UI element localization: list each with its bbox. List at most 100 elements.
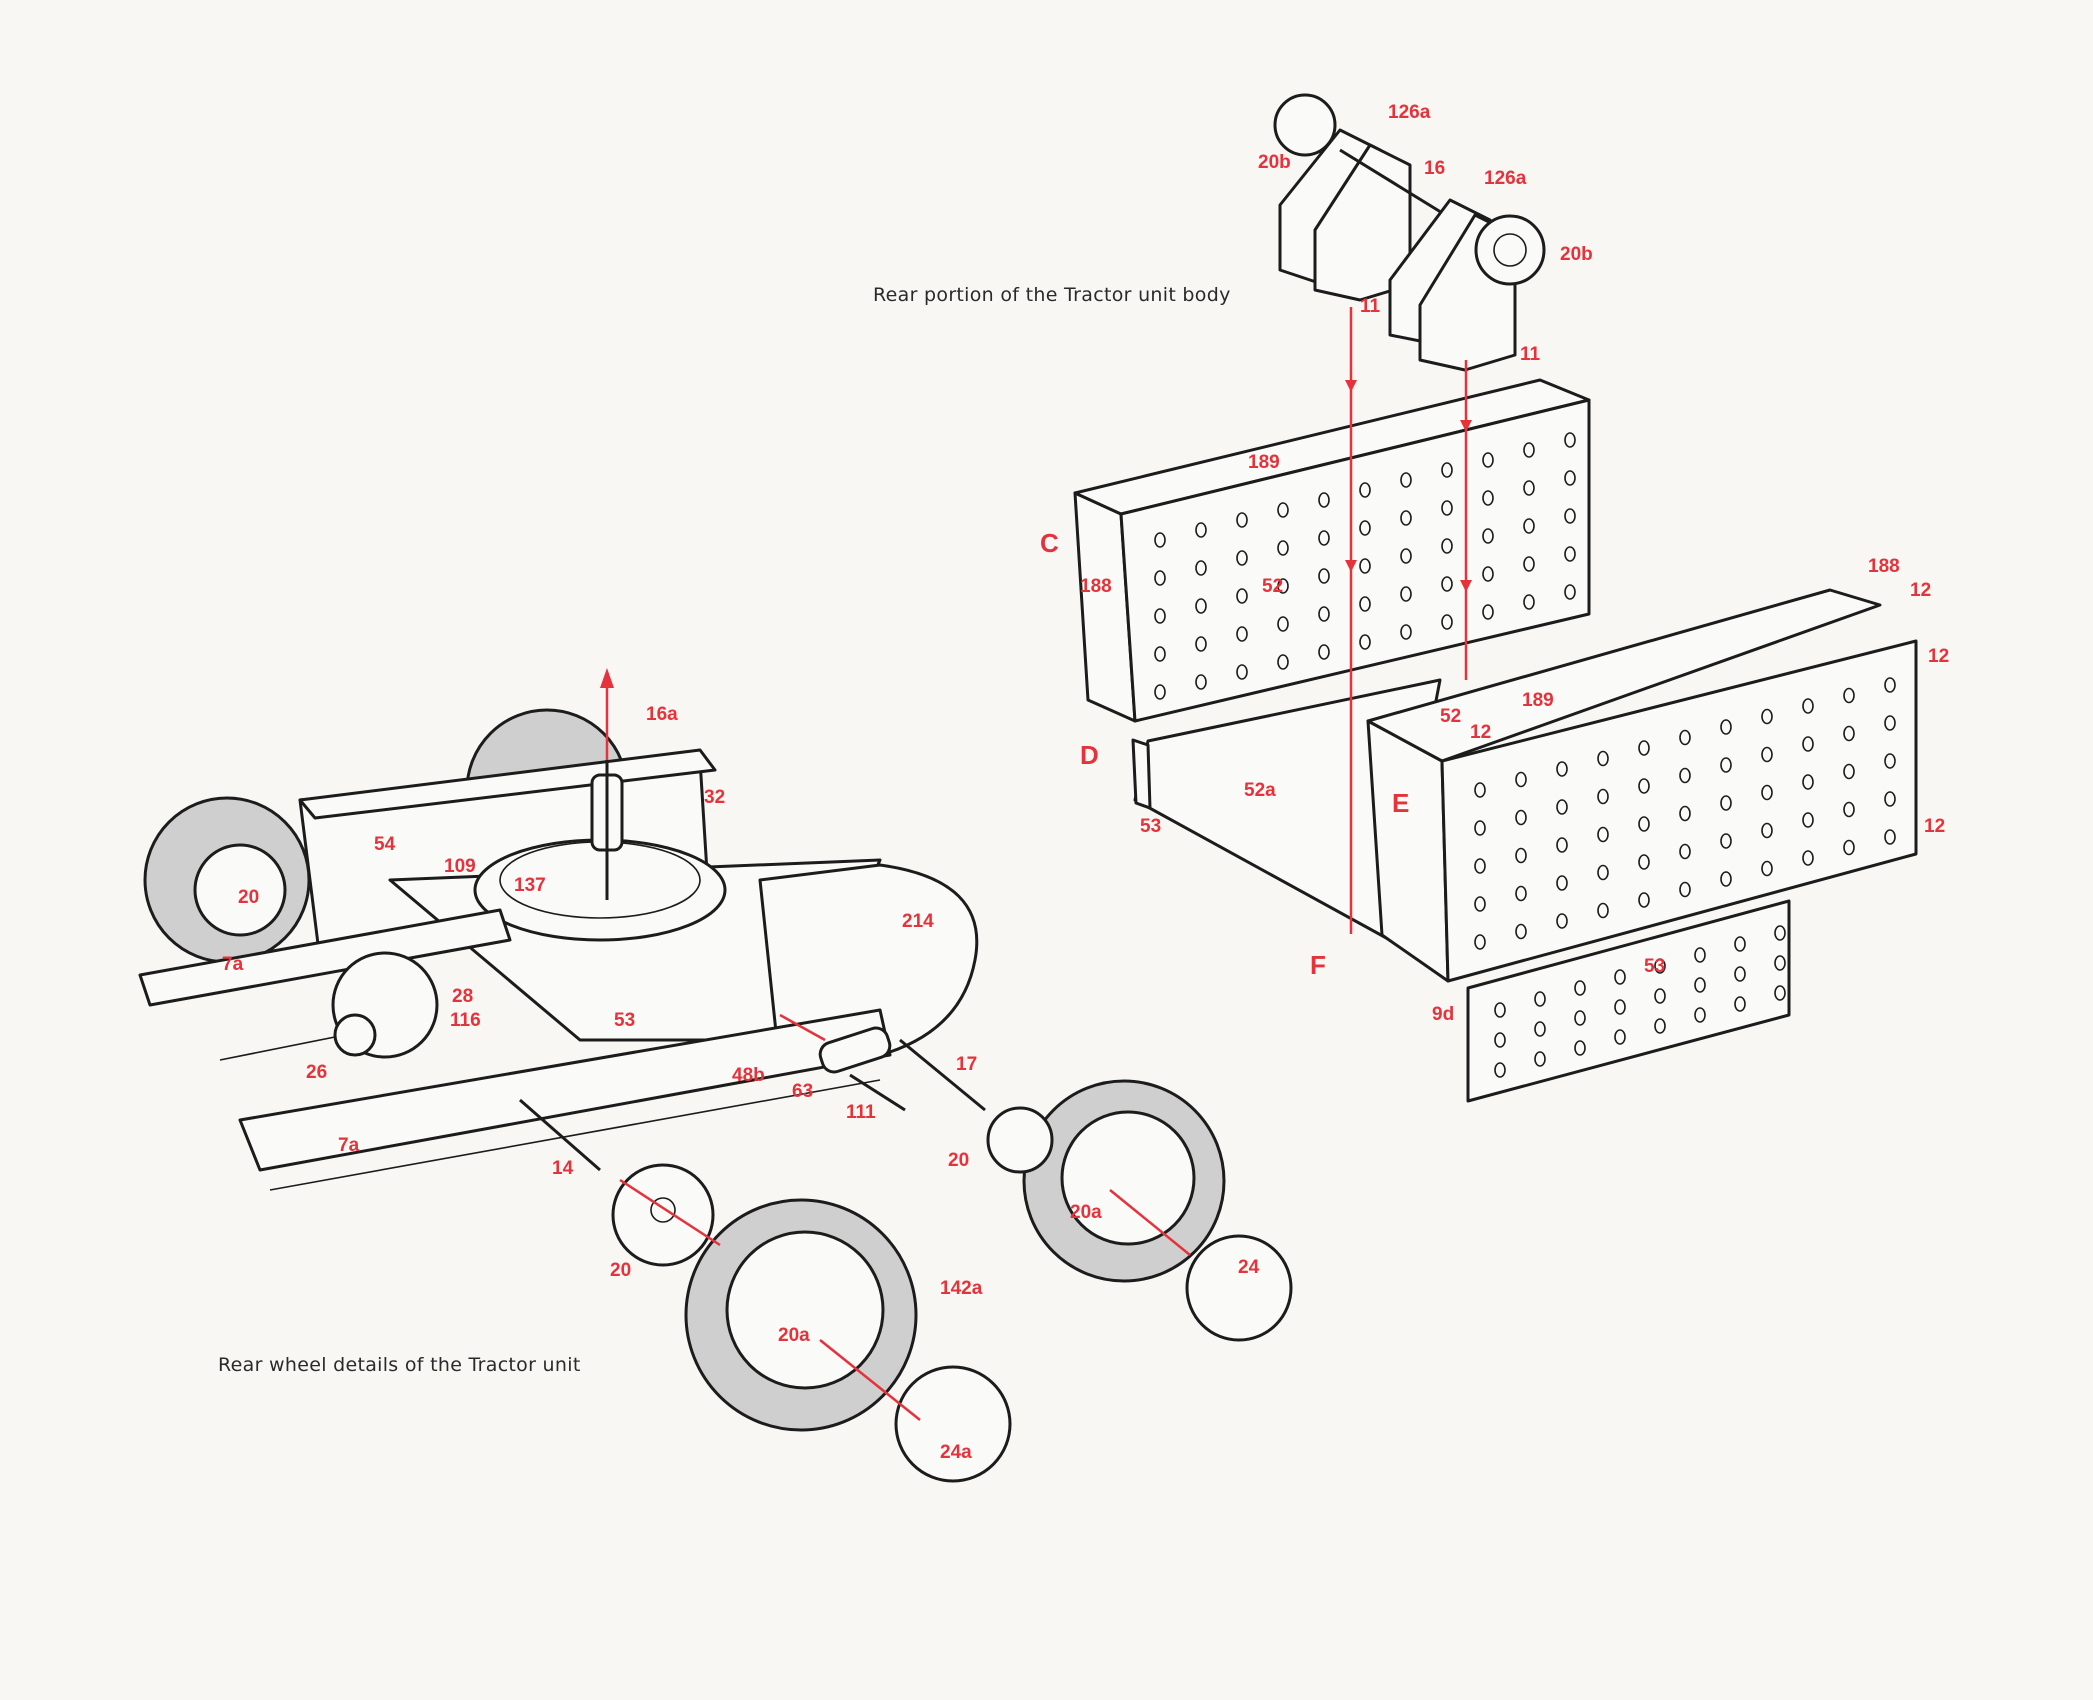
hole <box>1564 432 1576 448</box>
hole <box>1359 596 1371 612</box>
hole <box>1534 1021 1546 1037</box>
hole <box>1359 482 1371 498</box>
hole <box>1843 763 1855 780</box>
hole <box>1679 881 1691 898</box>
part-label-wheel: 20a <box>1070 1202 1102 1223</box>
part-label-body: 12 <box>1470 722 1491 743</box>
part-label-wheel: 116 <box>450 1010 481 1031</box>
hole <box>1515 923 1527 940</box>
hole <box>1720 795 1732 811</box>
part-label-wheel: 20 <box>948 1150 969 1171</box>
part-label-wheel: 53 <box>614 1010 635 1031</box>
hole <box>1574 980 1586 996</box>
hub-disc-24a <box>894 1365 1012 1483</box>
part-label-body: 189 <box>1248 452 1280 473</box>
hole <box>1614 999 1626 1015</box>
hole <box>1694 947 1706 963</box>
hole <box>1441 462 1453 478</box>
hole <box>1277 502 1289 518</box>
hole <box>1556 913 1568 929</box>
caption-rear-body: Rear portion of the Tractor unit body <box>873 284 1231 306</box>
hole <box>1515 847 1527 864</box>
chassis-strip-7a-lower <box>238 1008 892 1172</box>
hole <box>1318 644 1330 660</box>
part-label-wheel: 111 <box>846 1102 876 1123</box>
hole <box>1884 677 1896 693</box>
flat-plate-53 <box>1466 899 1791 1103</box>
hole <box>1597 826 1609 843</box>
hole <box>1638 740 1650 756</box>
hole <box>1843 687 1855 704</box>
hole <box>1359 634 1371 650</box>
hole <box>1679 767 1691 784</box>
hole <box>1614 969 1626 985</box>
hole <box>1482 528 1494 544</box>
top-strip-front-189 <box>1366 588 1882 763</box>
hole <box>1236 626 1248 642</box>
part-label-body: 126a <box>1484 168 1527 189</box>
hole <box>1774 985 1786 1001</box>
chassis-strip-7a <box>138 908 512 1007</box>
part-label-wheel: 142a <box>940 1278 983 1299</box>
hole <box>1597 788 1609 805</box>
hole <box>1318 568 1330 584</box>
hole <box>1482 490 1494 506</box>
hole <box>1556 837 1568 853</box>
hole <box>1318 530 1330 546</box>
part-label-wheel: 20 <box>610 1260 631 1281</box>
hole <box>1474 782 1486 798</box>
hole <box>1761 860 1773 877</box>
hole <box>1761 784 1773 801</box>
hole <box>1482 566 1494 582</box>
hole <box>1564 584 1576 600</box>
part-label-wheel: 20 <box>238 887 259 908</box>
hole <box>1597 902 1609 919</box>
hole <box>1400 548 1412 564</box>
part-label-body: 189 <box>1522 690 1554 711</box>
hole <box>1802 698 1814 714</box>
part-label-wheel: 24a <box>940 1442 972 1463</box>
hole <box>1734 936 1746 952</box>
part-label-body: 11 <box>1520 344 1541 365</box>
part-label-wheel: 214 <box>902 911 934 932</box>
pinion-26 <box>333 1013 377 1057</box>
hole <box>1154 570 1166 586</box>
hole <box>1195 674 1207 690</box>
side-flange-front <box>1366 719 1450 983</box>
part-label-body: D <box>1080 740 1099 770</box>
caption-rear-wheel: Rear wheel details of the Tractor unit <box>218 1354 581 1376</box>
hole <box>1734 966 1746 982</box>
hole <box>1494 1062 1506 1078</box>
hole <box>1236 664 1248 680</box>
part-label-wheel: 20a <box>778 1325 810 1346</box>
hole <box>1720 833 1732 849</box>
hole <box>1638 816 1650 832</box>
curved-plate-214 <box>758 863 979 1072</box>
part-label-wheel: 54 <box>374 834 396 855</box>
hole <box>1277 540 1289 556</box>
hole <box>1720 871 1732 887</box>
hole <box>1564 508 1576 524</box>
hole <box>1494 1002 1506 1018</box>
hole <box>1802 736 1814 752</box>
hole <box>1515 885 1527 902</box>
hole <box>1277 578 1289 594</box>
part-label-wheel: 28 <box>452 986 473 1007</box>
hole <box>1843 801 1855 818</box>
hole <box>1441 500 1453 516</box>
part-label-wheel: 17 <box>956 1054 977 1075</box>
hole <box>1318 606 1330 622</box>
hole <box>1802 812 1814 828</box>
hole <box>1884 791 1896 807</box>
rear-wheel-assembly <box>138 668 1293 1483</box>
hole <box>1654 1018 1666 1034</box>
hole <box>1195 522 1207 538</box>
hole <box>1154 608 1166 624</box>
part-label-body: 12 <box>1924 816 1945 837</box>
hole <box>1474 858 1486 874</box>
pulley-20-left <box>611 1163 715 1267</box>
hole <box>1556 761 1568 777</box>
hole <box>1884 715 1896 731</box>
